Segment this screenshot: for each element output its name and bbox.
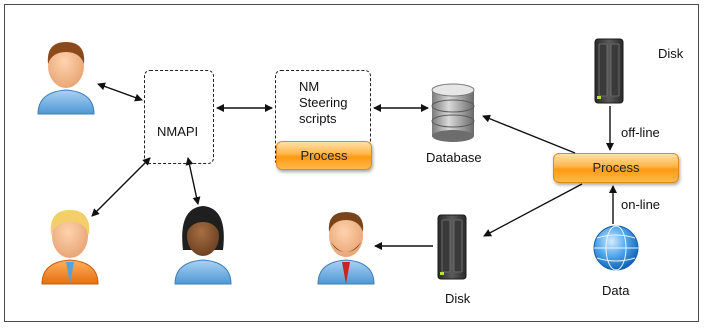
offline-edge-label: off-line <box>621 125 660 140</box>
arrow-nmapi-user2 <box>91 157 151 217</box>
arrow-user1-nmapi <box>97 82 143 102</box>
steering-line-3: scripts <box>299 111 337 126</box>
disk-bottom-label: Disk <box>445 291 471 306</box>
disk-bottom-icon <box>437 214 467 280</box>
disk-top-label: Disk <box>658 46 684 61</box>
arrow-process-database <box>482 114 576 154</box>
process-node-right-label: Process <box>592 160 640 175</box>
database-label: Database <box>426 150 482 165</box>
user-bearded-icon <box>317 212 375 285</box>
user-orange-icon <box>41 210 99 285</box>
nmapi-box <box>144 70 214 164</box>
arrows <box>91 82 617 250</box>
process-node-left-label: Process <box>300 148 348 163</box>
process-node-right: Process <box>553 153 679 183</box>
nmapi-label: NMAPI <box>157 124 199 139</box>
user-dark-haired-icon <box>174 206 232 285</box>
arrow-process-disk2 <box>483 183 583 237</box>
data-label: Data <box>602 283 630 298</box>
database-icon <box>431 83 475 142</box>
user-blue-icon <box>37 42 95 115</box>
steering-line-1: NM <box>299 79 320 94</box>
steering-line-2: Steering <box>299 95 348 110</box>
globe-icon <box>593 225 639 271</box>
disk-top-icon <box>594 38 624 104</box>
arrow-nmapi-user3 <box>185 157 201 205</box>
online-edge-label: on-line <box>621 197 661 212</box>
process-node-left: Process <box>276 141 372 170</box>
